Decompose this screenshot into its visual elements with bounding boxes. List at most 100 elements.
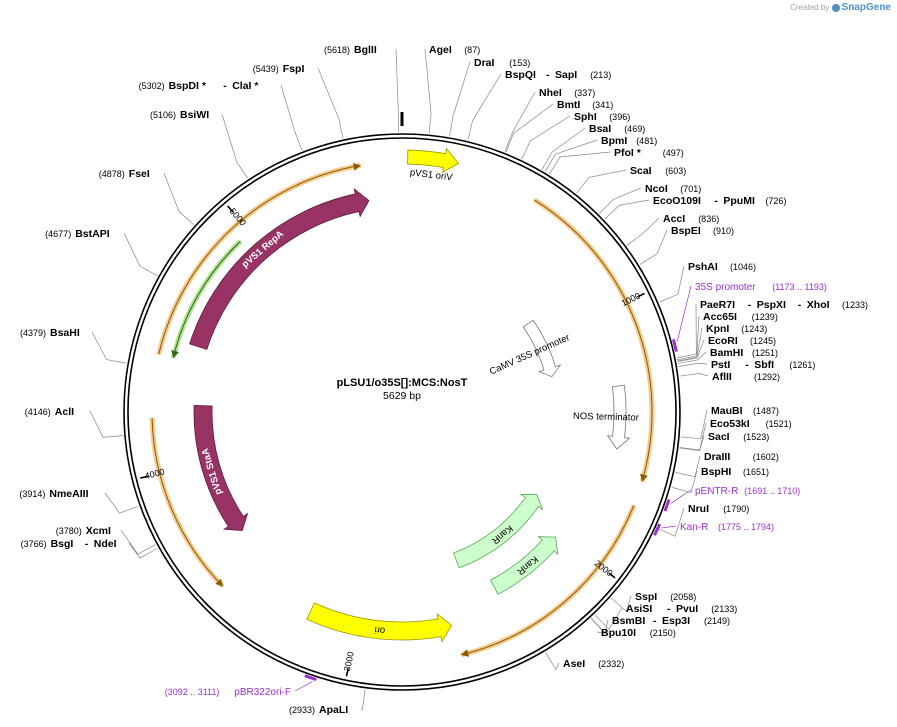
enzyme-name[interactable]: ScaI — [630, 165, 652, 177]
enzyme-position: (726) — [765, 196, 786, 206]
enzyme-name[interactable]: AflII — [712, 371, 732, 383]
enzyme-name[interactable]: EcoRI — [708, 335, 738, 347]
enzyme-name[interactable]: NmeAIII — [49, 488, 88, 500]
enzyme-name[interactable]: AseI — [563, 658, 585, 670]
feature-arrow-camv-35s-promoter[interactable] — [522, 319, 562, 378]
site-leader-line — [679, 422, 707, 451]
site-leader-line — [604, 199, 650, 220]
enzyme-name[interactable]: BsaI — [589, 123, 611, 135]
feature-arrow-pvs1-oriv[interactable] — [407, 147, 460, 174]
feature-label-pvs1-oriv: pVS1 oriV — [409, 167, 453, 183]
enzyme-position: (2133) — [711, 604, 737, 614]
enzyme-position: (1651) — [743, 467, 769, 477]
enzyme-position: (1233) — [842, 300, 868, 310]
enzyme-name[interactable]: AgeI — [429, 44, 452, 56]
feature-arrow-nos-terminator[interactable] — [606, 384, 631, 450]
site-separator: - — [745, 359, 749, 371]
enzyme-name[interactable]: ApaLI — [319, 704, 348, 716]
enzyme-name[interactable]: PstI — [711, 359, 730, 371]
primer-name[interactable]: pENTR-R — [695, 486, 738, 497]
enzyme-name[interactable]: FspI — [283, 63, 305, 75]
enzyme-name[interactable]: SspI — [635, 591, 657, 603]
enzyme-position: (2149) — [704, 616, 730, 626]
site-separator: - — [85, 538, 89, 550]
enzyme-position: (1523) — [743, 432, 769, 442]
plasmid-backbone — [123, 112, 681, 691]
primer-name[interactable]: 35S promoter — [695, 282, 756, 293]
enzyme-name[interactable]: BspDI * — [169, 80, 207, 92]
enzyme-name[interactable]: BsiWI — [180, 109, 209, 121]
enzyme-name[interactable]: XcmI — [86, 525, 111, 537]
site-leader-line — [677, 315, 700, 361]
enzyme-name[interactable]: KpnI — [706, 323, 729, 335]
primer-leader-line — [661, 525, 677, 529]
site-leader-line — [467, 73, 502, 140]
enzyme-position: (4677) — [45, 229, 71, 239]
enzyme-position: (1251) — [752, 348, 778, 358]
enzyme-name[interactable]: Bpu10I — [601, 627, 636, 639]
enzyme-name[interactable]: BamHI — [710, 347, 743, 359]
enzyme-name[interactable]: BspQI — [505, 69, 536, 81]
enzyme-name[interactable]: BsmBI — [612, 615, 645, 627]
primer-name[interactable]: pBR322ori-F — [234, 687, 291, 698]
enzyme-name[interactable]: XhoI — [807, 299, 830, 311]
enzyme-name[interactable]: DraI — [474, 57, 495, 69]
enzyme-name[interactable]: SphI — [574, 111, 597, 123]
orf-arc-core — [172, 240, 241, 359]
feature-arrow-kanr[interactable] — [490, 536, 559, 595]
enzyme-name[interactable]: BstAPI — [75, 228, 110, 240]
enzyme-name[interactable]: PaeR7I — [700, 299, 735, 311]
enzyme-name[interactable]: Esp3I — [662, 615, 690, 627]
enzyme-name[interactable]: MauBI — [711, 405, 743, 417]
primer-mark — [653, 523, 662, 536]
enzyme-name[interactable]: NheI — [539, 87, 562, 99]
enzyme-name[interactable]: PspXI — [757, 299, 786, 311]
enzyme-name[interactable]: AccI — [663, 213, 685, 225]
enzyme-name[interactable]: BmtI — [557, 99, 580, 111]
plasmid-name: pLSU1/o35S[]:MCS:NosT — [337, 377, 468, 389]
enzyme-name[interactable]: PfoI * — [614, 147, 642, 159]
enzyme-name[interactable]: FseI — [129, 168, 150, 180]
enzyme-position: (337) — [574, 88, 595, 98]
enzyme-name[interactable]: BspHI — [701, 466, 731, 478]
primer-name[interactable]: Kan-R — [680, 522, 708, 533]
feature-arrow-kanr[interactable] — [453, 494, 544, 569]
enzyme-name[interactable]: Acc65I — [703, 311, 737, 323]
feature-arrow-pvs1-repa[interactable] — [189, 188, 370, 350]
enzyme-name[interactable]: NdeI — [94, 538, 117, 550]
site-leader-line — [424, 48, 432, 134]
enzyme-name[interactable]: BglII — [354, 44, 377, 56]
enzyme-name[interactable]: BspEI — [671, 225, 701, 237]
tick-mark — [140, 475, 149, 479]
site-leader-line — [221, 113, 248, 179]
site-separator: - — [653, 615, 657, 627]
feature-arrow-ori[interactable] — [306, 602, 453, 643]
enzyme-name[interactable]: NcoI — [645, 183, 668, 195]
site-leader-lines — [89, 48, 709, 710]
enzyme-name[interactable]: BsaHI — [50, 327, 80, 339]
enzyme-name[interactable]: SapI — [555, 69, 577, 81]
enzyme-name[interactable]: PpuMI — [723, 195, 755, 207]
feature-arrow-pvs1-staa[interactable] — [193, 405, 249, 531]
enzyme-position: (2058) — [670, 592, 696, 602]
enzyme-position: (1046) — [730, 262, 756, 272]
enzyme-name[interactable]: Eco53kI — [710, 418, 750, 430]
enzyme-name[interactable]: SbfI — [754, 359, 774, 371]
site-leader-line — [679, 435, 705, 452]
enzyme-name[interactable]: PvuI — [676, 603, 698, 615]
enzyme-name[interactable]: DraIII — [704, 451, 730, 463]
enzyme-name[interactable]: ClaI * — [232, 80, 259, 92]
site-separator: - — [798, 299, 802, 311]
primer-mark — [663, 499, 671, 512]
enzyme-name[interactable]: BpmI — [601, 135, 627, 147]
enzyme-name[interactable]: BsgI — [51, 538, 74, 550]
enzyme-name[interactable]: SacI — [708, 431, 730, 443]
enzyme-position: (3766) — [21, 539, 47, 549]
enzyme-name[interactable]: AclI — [55, 406, 74, 418]
enzyme-name[interactable]: NruI — [688, 503, 709, 515]
enzyme-name[interactable]: PshAI — [688, 261, 718, 273]
enzyme-name[interactable]: AsiSI — [626, 603, 652, 615]
site-leader-line — [545, 652, 560, 671]
enzyme-name[interactable]: EcoO109I — [653, 195, 701, 207]
